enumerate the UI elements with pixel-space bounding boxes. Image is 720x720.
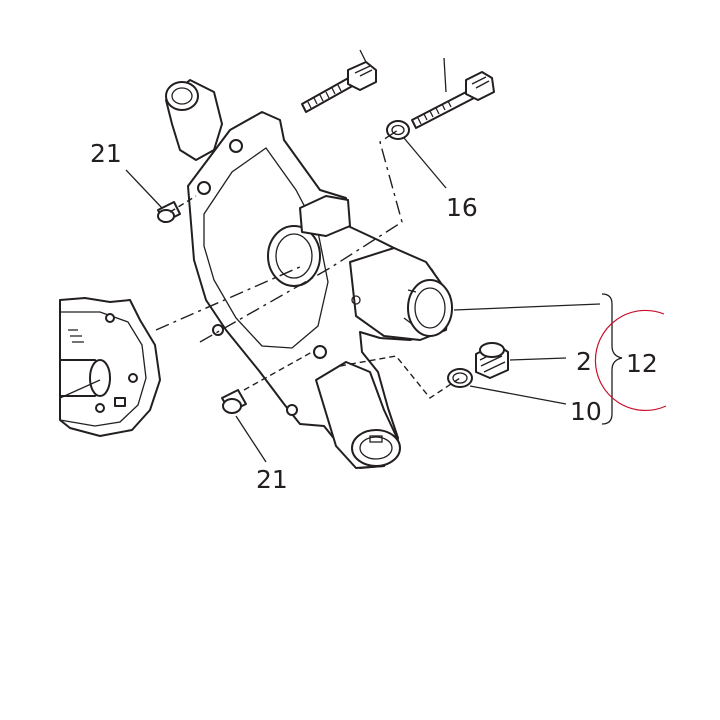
callout-21-upper: 21: [90, 139, 122, 168]
callout-21-lower: 21: [256, 465, 288, 494]
highlight-circle: [594, 309, 667, 411]
callout-16: 16: [446, 193, 478, 222]
group-brace: [601, 293, 623, 425]
thermostat-housing-icon: [165, 79, 453, 469]
callout-12: 12: [626, 349, 658, 378]
leader-lines: [125, 137, 601, 463]
bolt-right-icon: [411, 57, 495, 129]
callout-2: 2: [576, 347, 592, 376]
center-lines: [155, 129, 461, 399]
washer-16-icon: [386, 120, 410, 140]
dowel-21-upper-icon: [157, 201, 181, 223]
bolt-left-icon: [301, 49, 377, 113]
water-pump-cover-icon: [59, 297, 161, 437]
washer-10-icon: [447, 368, 473, 388]
callout-10: 10: [570, 397, 602, 426]
plug-2-icon: [475, 342, 509, 379]
dowel-21-lower-icon: [221, 389, 247, 414]
